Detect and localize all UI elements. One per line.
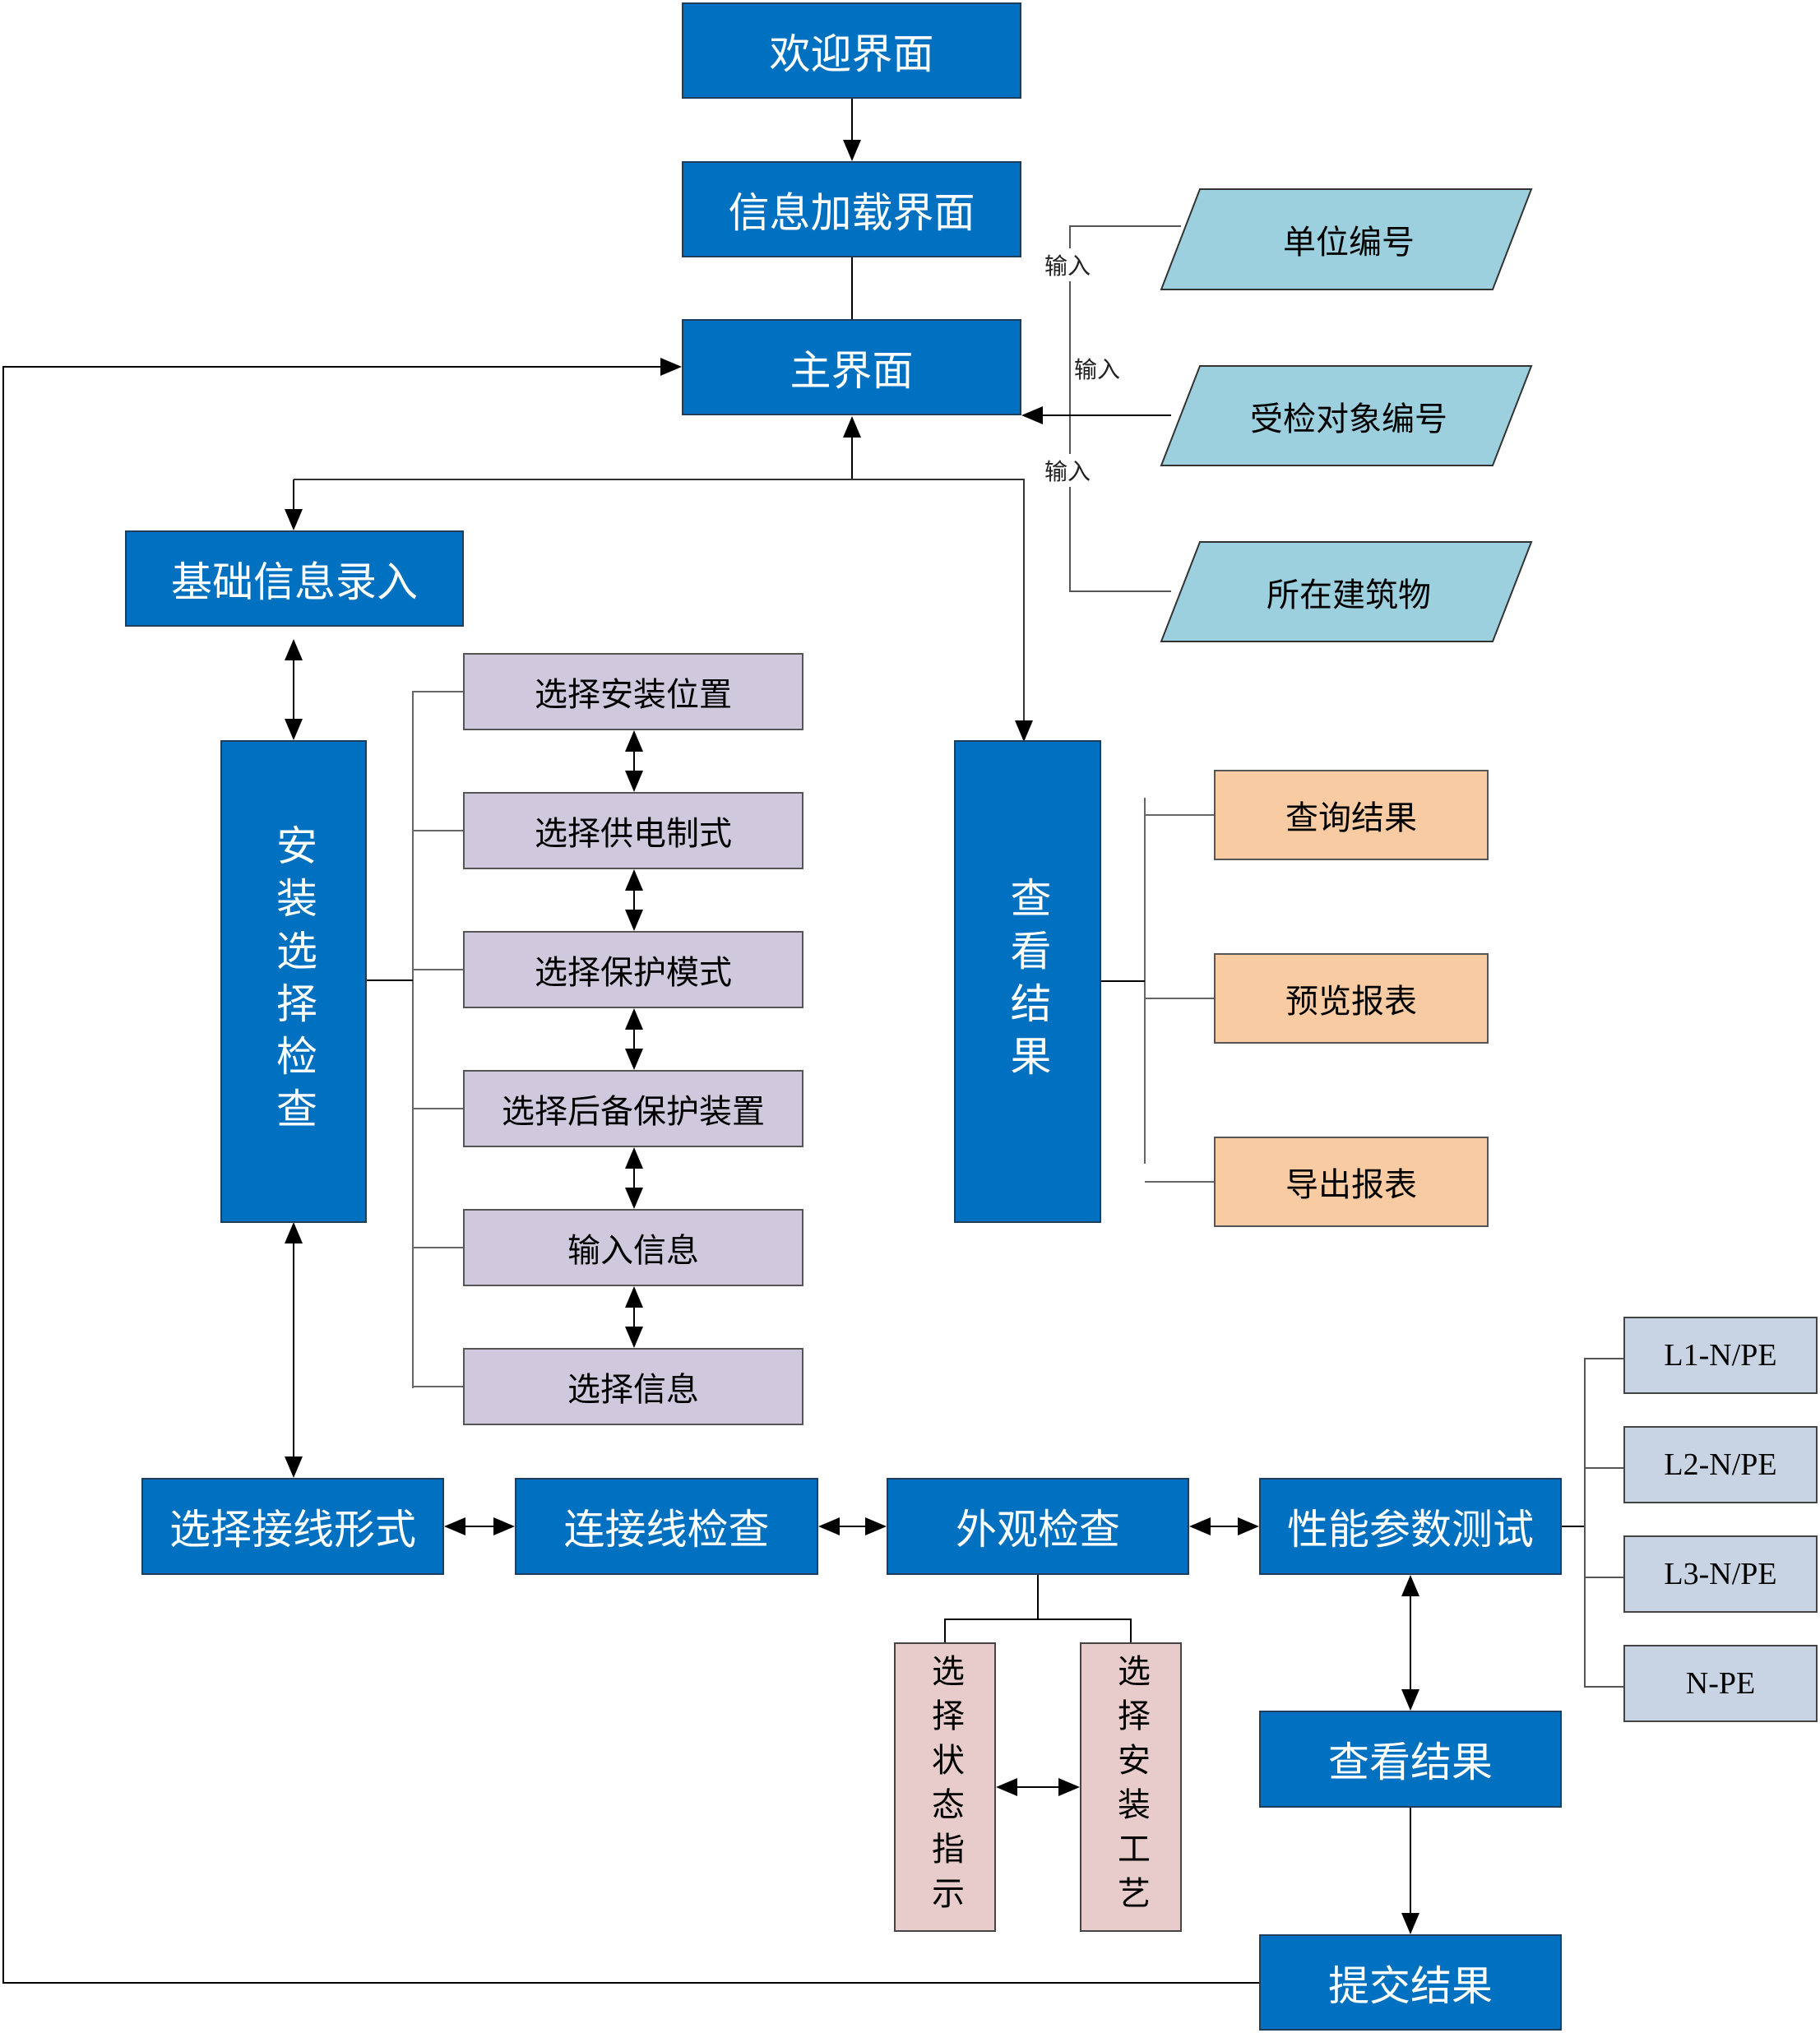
input-parallelogram xyxy=(1160,541,1533,642)
result-action-item[interactable]: 查询结果 xyxy=(1214,770,1489,860)
loop-back-line xyxy=(2,358,1259,1984)
view-results-bottom-node[interactable]: 查看结果 xyxy=(1259,1711,1562,1808)
test-item[interactable]: L3-N/PE xyxy=(1623,1535,1818,1613)
select-status-indicator[interactable]: 选择状态指示 xyxy=(894,1642,996,1932)
install-step-item[interactable]: 选择保护模式 xyxy=(463,931,803,1008)
input-label: 输入 xyxy=(1043,454,1093,487)
input-label: 输入 xyxy=(1072,352,1123,385)
test-item[interactable]: L1-N/PE xyxy=(1623,1317,1818,1394)
info-loading-node[interactable]: 信息加载界面 xyxy=(682,161,1021,257)
input-parallelogram xyxy=(1160,188,1533,290)
install-step-item[interactable]: 选择后备保护装置 xyxy=(463,1070,803,1147)
view-results-node[interactable]: 查看结果 xyxy=(954,740,1101,1223)
branch-line xyxy=(294,479,1033,742)
input-object-number[interactable]: 受检对象编号 xyxy=(1250,400,1447,438)
main-screen-node[interactable]: 主界面 xyxy=(682,319,1021,415)
submit-results-node[interactable]: 提交结果 xyxy=(1259,1934,1562,2031)
appearance-check-node[interactable]: 外观检查 xyxy=(887,1478,1189,1575)
basic-info-entry-node[interactable]: 基础信息录入 xyxy=(125,530,464,627)
welcome-screen-node[interactable]: 欢迎界面 xyxy=(682,2,1021,99)
input-bracket xyxy=(1069,225,1181,592)
test-item[interactable]: N-PE xyxy=(1623,1645,1818,1722)
performance-test-node[interactable]: 性能参数测试 xyxy=(1259,1478,1562,1575)
result-action-item[interactable]: 预览报表 xyxy=(1214,953,1489,1044)
input-building[interactable]: 所在建筑物 xyxy=(1267,576,1431,614)
install-step-item[interactable]: 选择安装位置 xyxy=(463,653,803,730)
install-step-item[interactable]: 选择信息 xyxy=(463,1348,803,1425)
input-parallelogram xyxy=(1160,365,1533,466)
result-action-item[interactable]: 导出报表 xyxy=(1214,1137,1489,1227)
input-label: 输入 xyxy=(1043,248,1093,281)
select-install-process[interactable]: 选择安装工艺 xyxy=(1080,1642,1182,1932)
test-item[interactable]: L2-N/PE xyxy=(1623,1426,1818,1503)
install-check-node[interactable]: 安装选择检查 xyxy=(220,740,367,1223)
connection-check-node[interactable]: 连接线检查 xyxy=(515,1478,818,1575)
install-step-item[interactable]: 输入信息 xyxy=(463,1209,803,1286)
install-step-item[interactable]: 选择供电制式 xyxy=(463,792,803,869)
input-unit-number[interactable]: 单位编号 xyxy=(1283,224,1415,262)
wiring-form-node[interactable]: 选择接线形式 xyxy=(141,1478,444,1575)
